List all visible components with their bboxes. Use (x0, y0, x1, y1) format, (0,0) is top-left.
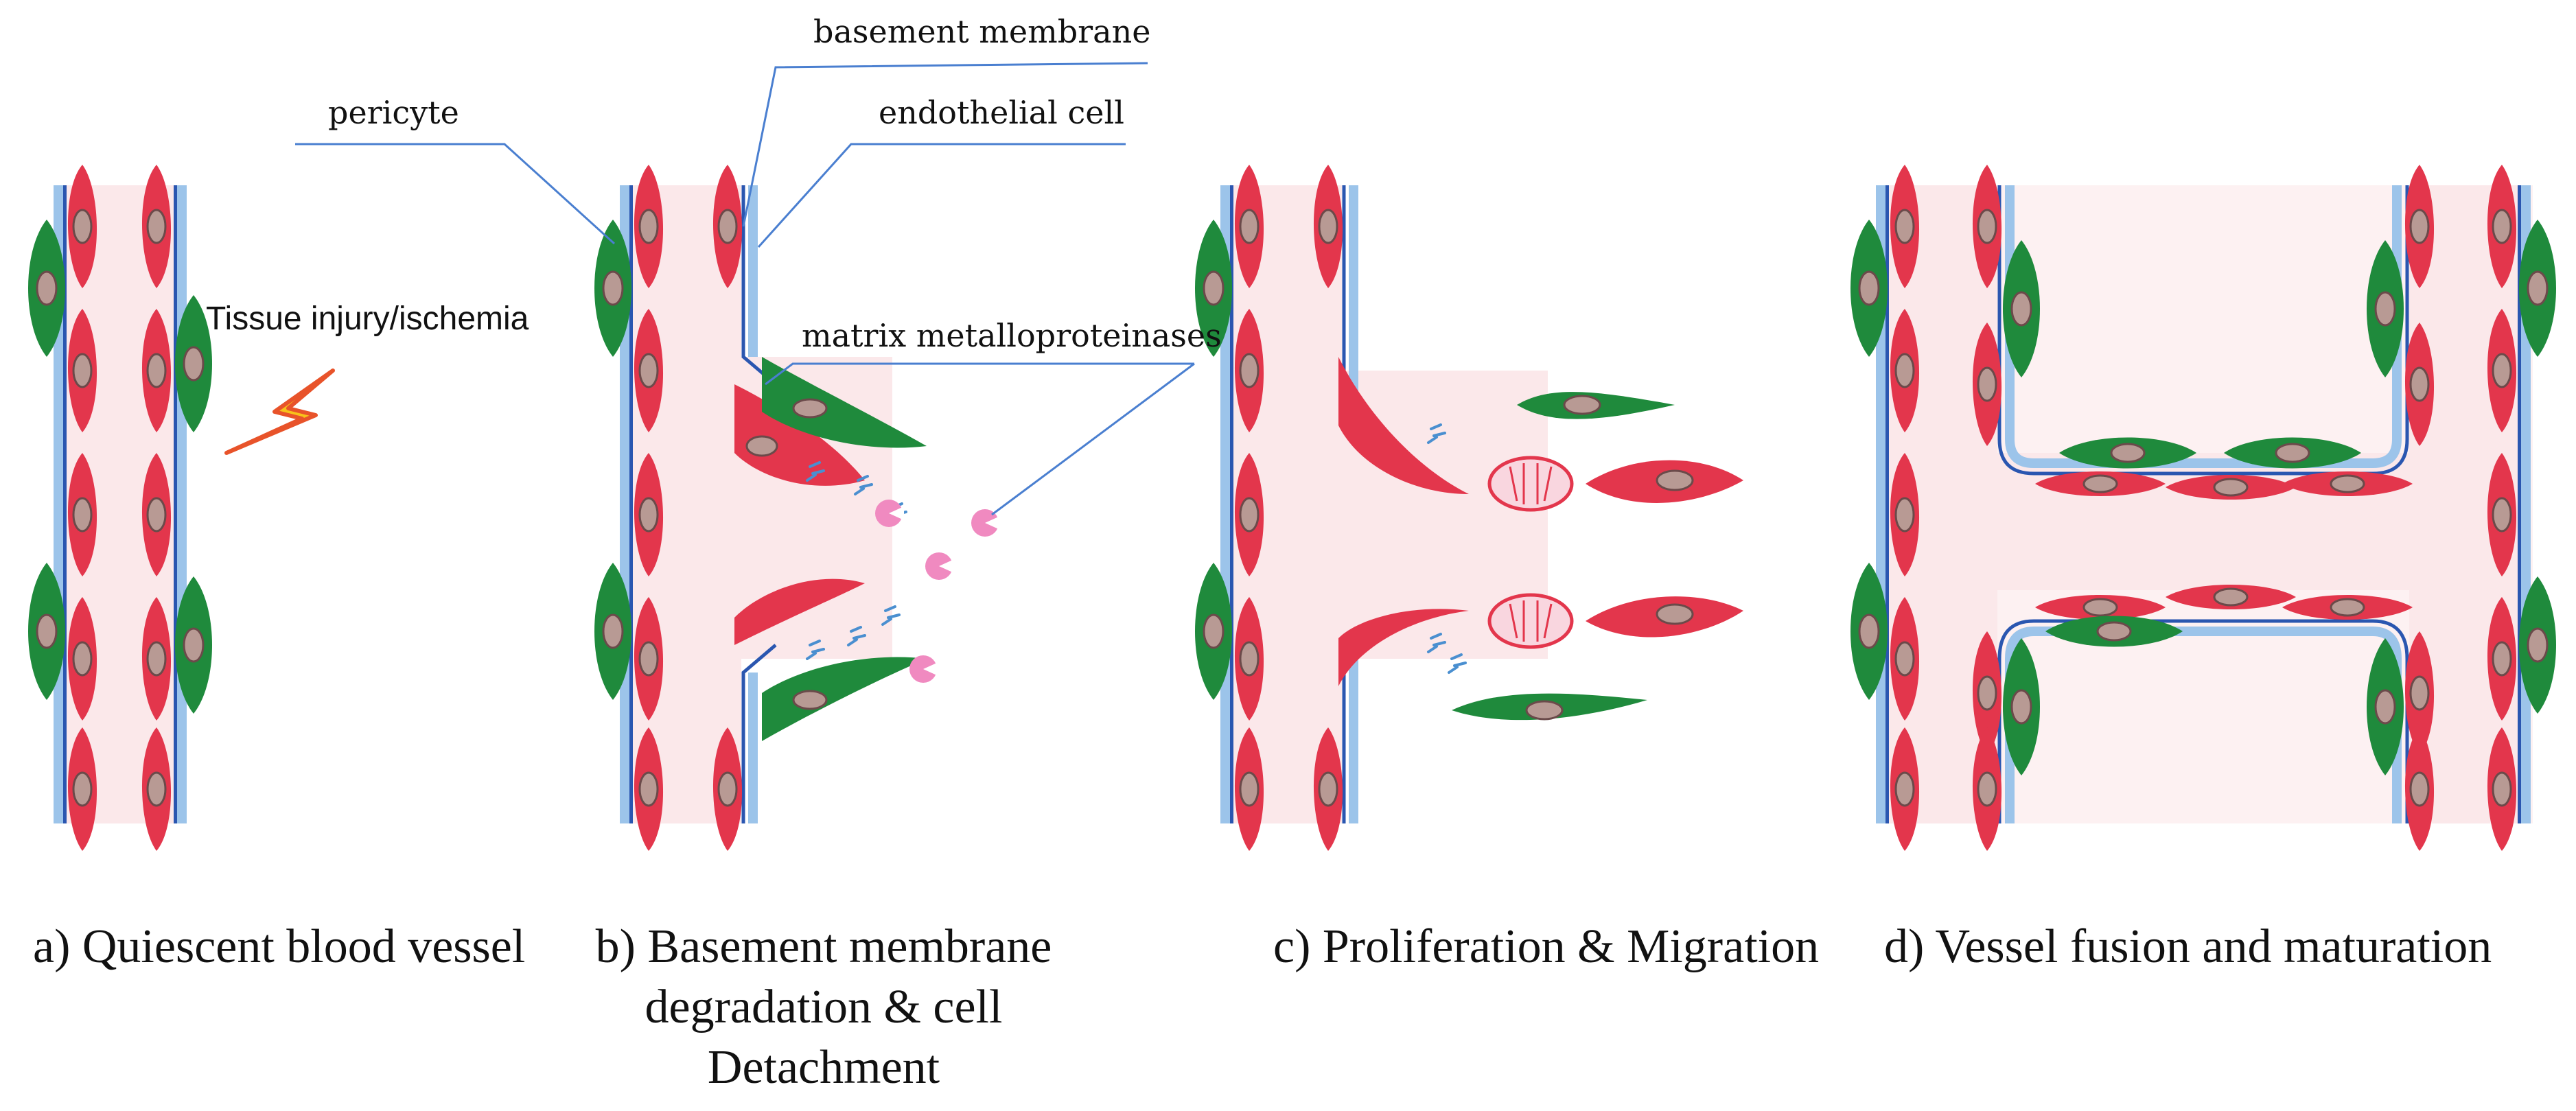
lightning-icon (224, 369, 335, 455)
basement-membrane-label: basement membrane (813, 13, 1150, 50)
pericyte-label: pericyte (328, 94, 459, 131)
basement-membrane-right (177, 185, 187, 823)
panel-c-proliferation-migration (1194, 163, 1743, 852)
caption-a: a) Quiescent blood vessel (33, 920, 525, 973)
caption-d: d) Vessel fusion and maturation (1884, 920, 2492, 973)
caption-c: c) Proliferation & Migration (1273, 920, 1819, 973)
mmp-enzymes (875, 500, 1000, 683)
endothelial-cell-leader (757, 143, 1126, 248)
endothelial-cells (1233, 163, 1469, 852)
mmp-leader-right (991, 362, 1195, 516)
panel-d-vessel-fusion (1849, 163, 2557, 852)
pericyte-leader (295, 143, 616, 245)
caption-b-line1: b) Basement membrane (596, 920, 1052, 973)
basement-membrane-leader (742, 62, 1148, 227)
mmp-leader-left (765, 362, 1194, 386)
panel-b-membrane-degradation (593, 163, 1000, 852)
mmp-label: matrix metalloproteinases (802, 317, 1222, 354)
caption-b-line3: Detachment (708, 1041, 940, 1094)
dividing-cells (1487, 456, 1574, 649)
migrating-cells (1452, 392, 1743, 721)
pericytes (593, 218, 927, 741)
endothelial-cell-label: endothelial cell (879, 94, 1124, 131)
panel-a-quiescent-vessel: Tissue injury/ischemia (27, 163, 529, 852)
caption-b-line2: degradation & cell (645, 981, 1003, 1033)
leader-lines (295, 62, 1195, 516)
tissue-injury-label: Tissue injury/ischemia (206, 301, 529, 337)
